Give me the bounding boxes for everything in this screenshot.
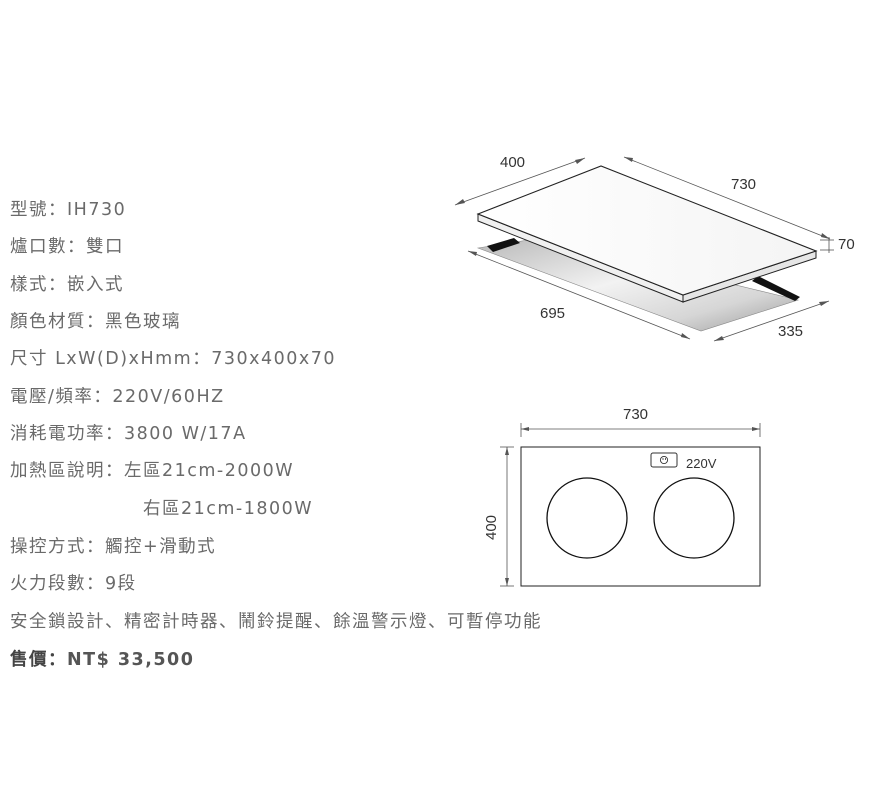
spec-value: 730x400x70 (211, 349, 337, 369)
dim-695-arrow-end (681, 333, 690, 339)
spec-value: 220V/60HZ (112, 387, 225, 407)
top-dim-730-arrow-left (521, 427, 529, 431)
spec-value: IH730 (67, 200, 127, 220)
dim-695-label: 695 (540, 305, 565, 322)
dim-400-arrow-end (575, 158, 585, 164)
dim-695-arrow-start (468, 251, 477, 256)
dim-730-line (623, 156, 831, 240)
dim-400-arrow-start (455, 199, 465, 205)
socket-voltage-label: 220V (686, 456, 717, 471)
spec-control: 操控方式：觸控+滑動式 (10, 535, 216, 559)
spec-label: 操控方式： (10, 537, 105, 557)
spec-heating-zone-right: 右區21cm-1800W (143, 497, 313, 521)
top-view: 730 400 220V (483, 406, 761, 587)
spec-model: 型號：IH730 (10, 198, 126, 222)
spec-label: 消耗電功率： (10, 424, 124, 444)
price-label: 售價： (10, 650, 67, 670)
dim-335-line (713, 300, 830, 342)
dim-730-arrow-end (821, 233, 830, 239)
spec-power-levels: 火力段數：9段 (10, 572, 137, 596)
dim-730-label: 730 (731, 176, 756, 193)
spec-value: 黑色玻璃 (105, 312, 181, 332)
spec-power: 消耗電功率：3800 W/17A (10, 422, 247, 446)
heating-zone-right (653, 477, 735, 559)
dim-695-line (467, 250, 691, 340)
dim-335-arrow-start (714, 336, 724, 341)
isometric-view: 400 730 70 695 335 (454, 154, 855, 342)
cooktop-outline (520, 446, 761, 587)
spec-value: 安全鎖設計、精密計時器、鬧鈴提醒、餘溫警示燈、可暫停功能 (10, 612, 542, 632)
dim-400-line (454, 157, 586, 206)
spec-value: 左區21cm-2000W (124, 461, 295, 481)
spec-price: 售價：NT$ 33,500 (10, 648, 194, 672)
spec-label: 樣式： (10, 275, 67, 295)
spec-burners: 爐口數：雙口 (10, 235, 124, 259)
spec-voltage: 電壓/頻率：220V/60HZ (10, 385, 225, 409)
spec-label: 火力段數： (10, 574, 105, 594)
spec-value: 雙口 (86, 237, 124, 257)
spec-label: 尺寸 LxW(D)xHmm： (10, 349, 212, 369)
top-dim-730-arrow-right (752, 427, 760, 431)
spec-value: 觸控+滑動式 (105, 537, 217, 557)
spec-label: 顏色材質： (10, 312, 105, 332)
dim-335-arrow-end (819, 301, 829, 306)
spec-value: 嵌入式 (67, 275, 124, 295)
cooktop-top (476, 165, 818, 296)
price-value: NT$ 33,500 (67, 650, 195, 670)
spec-label: 電壓/頻率： (10, 387, 113, 407)
top-dim-400-arrow-bottom (505, 578, 509, 586)
spec-label: 爐口數： (10, 237, 86, 257)
spec-label: 加熱區說明： (10, 461, 124, 481)
dim-400-label: 400 (500, 154, 525, 171)
spec-label: 型號： (10, 200, 67, 220)
spec-value: 3800 W/17A (124, 424, 247, 444)
top-dim-730-label: 730 (623, 406, 648, 423)
cutout-edge-left (487, 238, 520, 252)
spec-features: 安全鎖設計、精密計時器、鬧鈴提醒、餘溫警示燈、可暫停功能 (10, 610, 542, 634)
dim-335-label: 335 (778, 323, 803, 340)
dim-730-arrow-start (624, 157, 633, 162)
cutout-edge-right (752, 276, 800, 301)
spec-material: 顏色材質：黑色玻璃 (10, 310, 181, 334)
spec-heating-zone-left: 加熱區說明：左區21cm-2000W (10, 459, 294, 483)
top-dim-400-label: 400 (483, 515, 500, 540)
spec-dimensions: 尺寸 LxW(D)xHmm：730x400x70 (10, 347, 336, 371)
top-dim-400-arrow-top (505, 447, 509, 455)
power-socket-icon (650, 452, 678, 468)
spec-style: 樣式：嵌入式 (10, 273, 124, 297)
heating-zone-left (546, 477, 628, 559)
dim-70-label: 70 (838, 236, 855, 253)
spec-value: 9段 (105, 574, 137, 594)
spec-value: 右區21cm-1800W (143, 499, 314, 519)
